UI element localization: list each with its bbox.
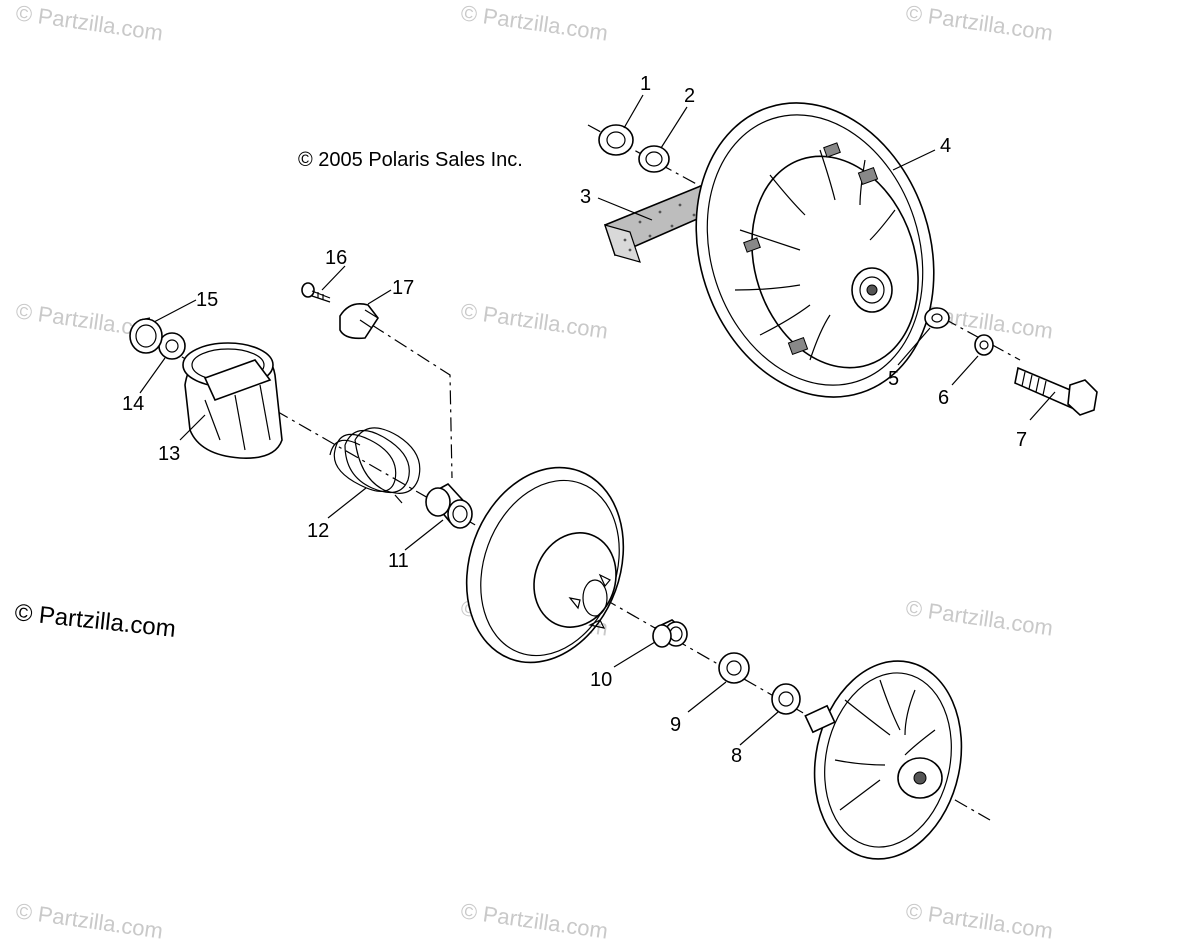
callout-12: 12 xyxy=(307,520,329,542)
part-12-spring xyxy=(329,427,421,504)
callout-2: 2 xyxy=(684,85,695,107)
part-13-helix xyxy=(182,342,283,459)
callout-11: 11 xyxy=(388,550,409,572)
watermark: © Partzilla.com xyxy=(459,898,609,943)
axis-line xyxy=(371,324,453,479)
part-7-bolt xyxy=(1014,366,1098,416)
part-1-washer xyxy=(598,124,634,156)
part-14-washer xyxy=(158,332,186,360)
watermark: © Partzilla.com xyxy=(904,0,1054,45)
part-15-snapring xyxy=(129,317,163,354)
callout-16: 16 xyxy=(325,247,347,269)
callout-10: 10 xyxy=(590,669,612,691)
driven-clutch-assembly xyxy=(804,660,963,860)
watermark: © Partzilla.com xyxy=(14,898,164,943)
callout-13: 13 xyxy=(158,443,180,465)
partzilla-watermark: © Partzilla.com xyxy=(13,599,177,643)
watermark: © Partzilla.com xyxy=(904,898,1054,943)
callout-3: 3 xyxy=(580,186,591,208)
callout-5: 5 xyxy=(888,368,899,390)
part-2-washer xyxy=(638,145,670,173)
watermark: © Partzilla.com xyxy=(904,595,1054,640)
callout-14: 14 xyxy=(122,393,144,415)
copyright-text: © 2005 Polaris Sales Inc. xyxy=(298,149,523,171)
watermark: © Partzilla.com xyxy=(459,0,609,45)
leader-lines xyxy=(139,94,1056,746)
part-11-bushing xyxy=(425,482,473,529)
callout-8: 8 xyxy=(731,745,742,767)
callout-1: 1 xyxy=(640,73,651,95)
part-5-washer xyxy=(924,307,950,329)
part-4-drive-sheave xyxy=(695,102,935,398)
callout-9: 9 xyxy=(670,714,681,736)
part-16-screw xyxy=(301,282,331,303)
callout-4: 4 xyxy=(940,135,951,157)
moveable-sheave xyxy=(465,466,625,664)
callout-numbers: 1 2 3 4 5 6 7 8 9 10 11 12 13 14 15 16 1… xyxy=(122,73,1027,767)
part-8-washer xyxy=(771,683,801,715)
watermark: © Partzilla.com xyxy=(14,0,164,45)
part-6-lockwasher xyxy=(974,334,994,356)
watermark: © Partzilla.com xyxy=(459,298,609,343)
part-10-bushing xyxy=(652,619,688,648)
callout-6: 6 xyxy=(938,387,949,409)
callout-7: 7 xyxy=(1016,429,1027,451)
part-17-button xyxy=(339,303,379,340)
part-9-washer xyxy=(718,652,750,684)
callout-15: 15 xyxy=(196,289,218,311)
callout-17: 17 xyxy=(392,277,414,299)
